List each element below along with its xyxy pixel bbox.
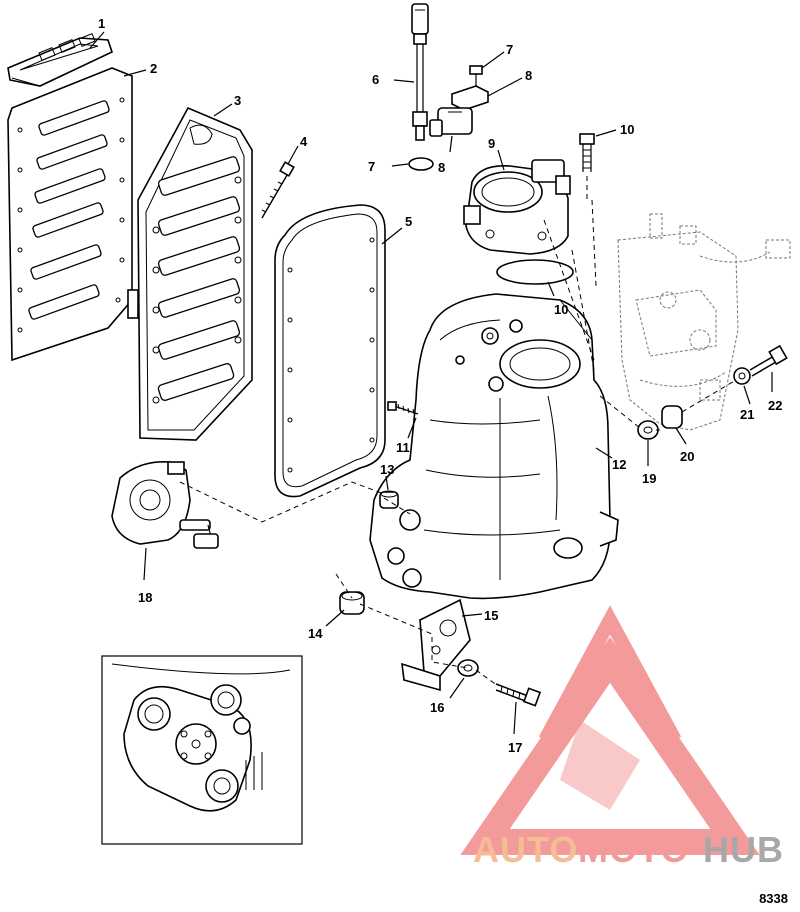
part-1-adaptor-plate: [127, 106, 253, 441]
callout-10-bottom: 16: [430, 700, 444, 715]
part-19-screw: [469, 65, 483, 86]
phantom-assembly: [617, 213, 791, 431]
callout-1: 3: [234, 93, 241, 108]
callout-12: 17: [508, 740, 522, 755]
part-16-throttle-body: [463, 159, 571, 255]
part-20-sensor: [429, 107, 473, 137]
callout-6: 18: [138, 590, 152, 605]
callout-17: 10: [554, 302, 568, 317]
callout-2: 2: [150, 61, 157, 76]
callout-5: 4: [300, 134, 308, 149]
callout-21: 8: [525, 68, 532, 83]
callout-7-right: 19: [642, 471, 656, 486]
watermark-text-auto: AUTO: [473, 829, 578, 870]
part-13-sensor: [411, 3, 429, 141]
part-6-pump: [111, 461, 219, 549]
detail-inset: [101, 655, 303, 845]
callout-8-right: 20: [680, 449, 694, 464]
callout-10-right: 21: [740, 407, 754, 422]
part-18-bolt: [579, 133, 595, 200]
part-14-o-ring: [408, 157, 434, 171]
callout-9: 22: [768, 398, 782, 413]
callouts: 1 2 3 4 5 6 7 7 8 8 9 10 10 11 12 13 14: [89, 16, 782, 755]
callout-13: 6: [372, 72, 379, 87]
callout-11: 12: [612, 457, 626, 472]
callout-20: 8: [438, 160, 445, 175]
callout-7-left: 13: [380, 462, 394, 477]
assembly-lines: [179, 199, 737, 687]
part-3-gasket: [274, 204, 386, 498]
part-12-bolt: [495, 683, 542, 707]
part-11-intake-manifold: [369, 293, 619, 600]
part-5-bolt: [261, 161, 295, 219]
callout-22: 15: [484, 608, 498, 623]
callout-3: 5: [405, 214, 412, 229]
part-17-o-ring: [496, 259, 574, 285]
callout-8-bottom: 14: [308, 626, 323, 641]
watermark-logo: AUTO MOTO HUB: [460, 605, 784, 870]
callout-14: 7: [368, 159, 375, 174]
callout-4: 1: [98, 16, 105, 31]
part-2-gasket: [7, 67, 133, 362]
part-15-bolt: [387, 401, 419, 415]
callout-15: 11: [396, 440, 410, 455]
callout-16: 9: [488, 136, 495, 151]
callout-18: 10: [620, 122, 634, 137]
part-21-bracket: [451, 85, 489, 111]
watermark-text-moto: MOTO: [578, 829, 689, 870]
part-10-washer-bottom: [457, 659, 479, 677]
watermark-text-hub: HUB: [703, 829, 784, 870]
part-22-bracket: [401, 598, 471, 692]
figure-number: 8338: [759, 891, 788, 906]
part-4-reed-block: [7, 33, 113, 87]
part-10-washer-right: [733, 367, 751, 385]
callout-19: 7: [506, 42, 513, 57]
part-9-bolt: [749, 344, 788, 377]
part-8-grommet-bottom: [339, 591, 365, 615]
part-7-spacer-right: [637, 420, 659, 440]
part-8-grommet-right: [661, 405, 683, 429]
